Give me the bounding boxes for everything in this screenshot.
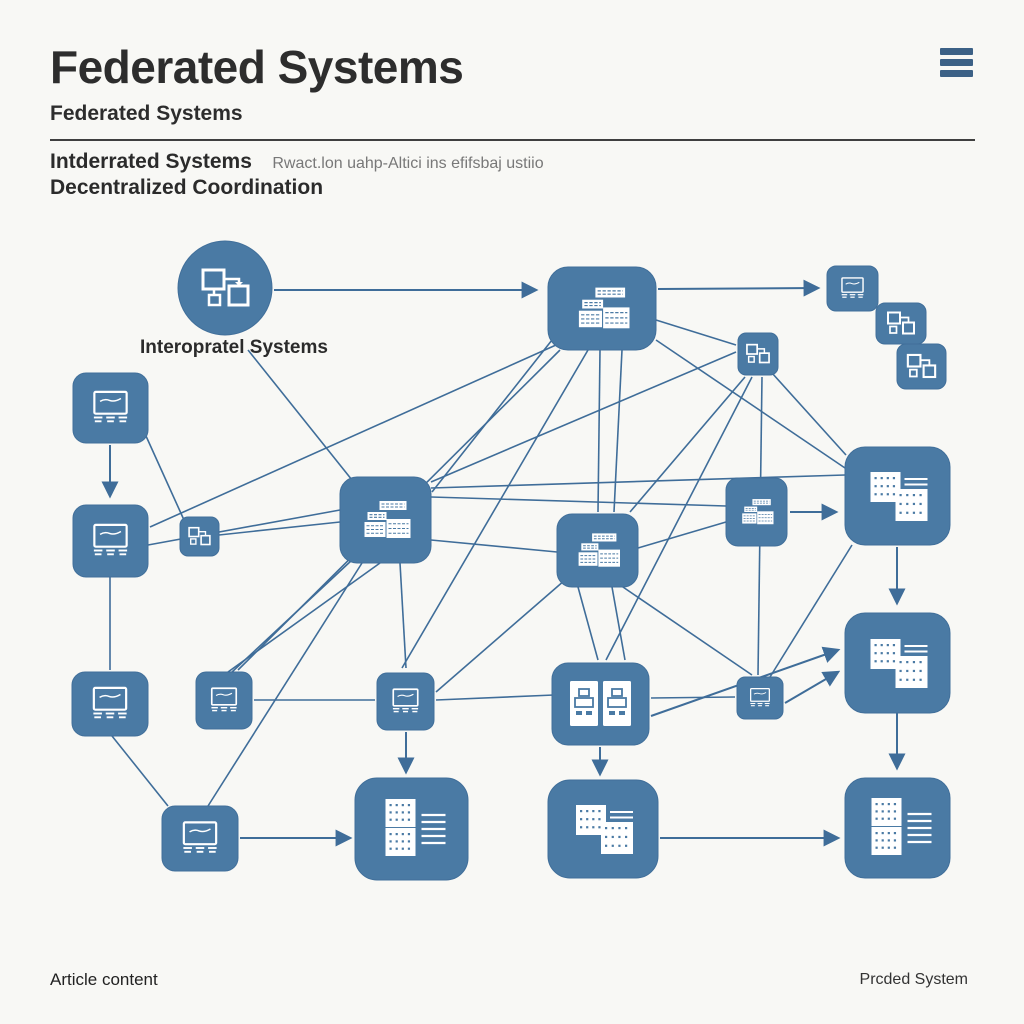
footer-system-label: Prcded System: [859, 971, 968, 988]
node-left-monitor-3: [71, 671, 149, 737]
page-subtitle: Federated Systems: [50, 102, 243, 125]
edge: [231, 559, 353, 673]
flow2-icon: [906, 353, 937, 379]
tables3-icon: [578, 533, 620, 567]
edge: [435, 694, 555, 701]
flow2-icon: [746, 343, 770, 364]
node-top-center: [547, 266, 657, 351]
edge: [431, 339, 553, 493]
tables3-icon: [742, 499, 774, 525]
section-heading: Intderrated Systems: [50, 150, 252, 173]
node-small-tables: [725, 477, 788, 547]
node-top-right-flow-b: [896, 343, 947, 390]
laptop-icon: [92, 686, 128, 719]
node-center: [556, 513, 639, 588]
node-top-right-flow-a: [875, 302, 927, 345]
edge: [401, 349, 589, 669]
edge: [218, 521, 341, 536]
hamburger-menu-icon[interactable]: [940, 48, 973, 77]
edge: [650, 696, 736, 699]
laptop-icon: [182, 821, 218, 853]
hub-node-label: Interopratel Systems: [140, 337, 328, 358]
edge: [597, 349, 601, 513]
laptop-icon: [93, 523, 128, 556]
node-left-monitor-2: [72, 504, 149, 578]
edge: [657, 279, 821, 297]
edge: [629, 376, 746, 513]
flow2-icon: [887, 311, 915, 335]
footer-article-label: Article content: [50, 970, 158, 989]
grids2-icon: [576, 805, 633, 854]
laptop-icon: [93, 390, 128, 423]
grids2-icon: [870, 639, 928, 688]
edge: [399, 562, 407, 669]
tables3-icon: [578, 287, 630, 329]
edge: [637, 521, 727, 549]
header-divider: [50, 139, 975, 141]
laptop-icon: [841, 277, 864, 298]
node-bottom-gridlist-1: [354, 777, 469, 881]
edge: [784, 670, 841, 704]
edge: [149, 344, 557, 528]
node-top-right-laptop: [826, 265, 879, 312]
node-bottom-gridlist-2: [844, 777, 951, 879]
laptop-icon: [750, 688, 770, 707]
node-right-large: [844, 446, 951, 546]
edge: [613, 349, 623, 513]
edge: [430, 539, 558, 553]
grids2-icon: [870, 472, 928, 521]
gridlist-icon: [385, 799, 446, 856]
edge: [771, 372, 847, 456]
section-note: Rwact.lon uahp-Altici ins efifsbaj ustii…: [272, 155, 544, 172]
node-center-left: [339, 476, 432, 564]
edge: [619, 584, 753, 676]
edge: [435, 579, 566, 693]
node-bottom-grids: [547, 779, 659, 879]
edge: [145, 435, 185, 521]
edge: [430, 496, 727, 507]
laptop-icon: [210, 687, 238, 712]
hamburger-bar: [940, 59, 973, 66]
laptop-icon: [392, 688, 419, 713]
node-left-monitor-1: [72, 372, 149, 444]
flow-icon: [201, 268, 250, 307]
node-small-laptop-1: [195, 671, 253, 730]
section-heading-row: Intderrated Systems Rwact.lon uahp-Altic…: [50, 150, 544, 174]
edge: [430, 351, 737, 483]
edge: [655, 339, 846, 469]
node-small-flow-center: [737, 332, 779, 376]
edge: [207, 562, 363, 807]
tables3-icon: [364, 501, 411, 538]
hamburger-bar: [940, 48, 973, 55]
node-center-laptop: [376, 672, 435, 731]
edge: [247, 349, 353, 481]
edge: [611, 586, 626, 661]
edge: [769, 544, 853, 678]
node-small-monitor: [736, 676, 784, 720]
edge: [605, 376, 753, 661]
node-bottom-left-monitor: [161, 805, 239, 872]
hamburger-bar: [940, 70, 973, 77]
edge: [111, 735, 169, 807]
edge: [430, 474, 846, 489]
node-printers: [551, 662, 650, 746]
node-small-flow-left: [179, 516, 220, 557]
page-title: Federated Systems: [50, 41, 464, 93]
node-right-grids-1: [844, 612, 951, 714]
edge: [577, 586, 599, 661]
flow2-icon: [188, 526, 211, 546]
edge: [655, 319, 737, 346]
section-subheading: Decentralized Coordination: [50, 176, 324, 199]
gridlist-icon: [871, 798, 932, 855]
node-hub: [177, 240, 273, 336]
printers-icon: [570, 681, 631, 726]
